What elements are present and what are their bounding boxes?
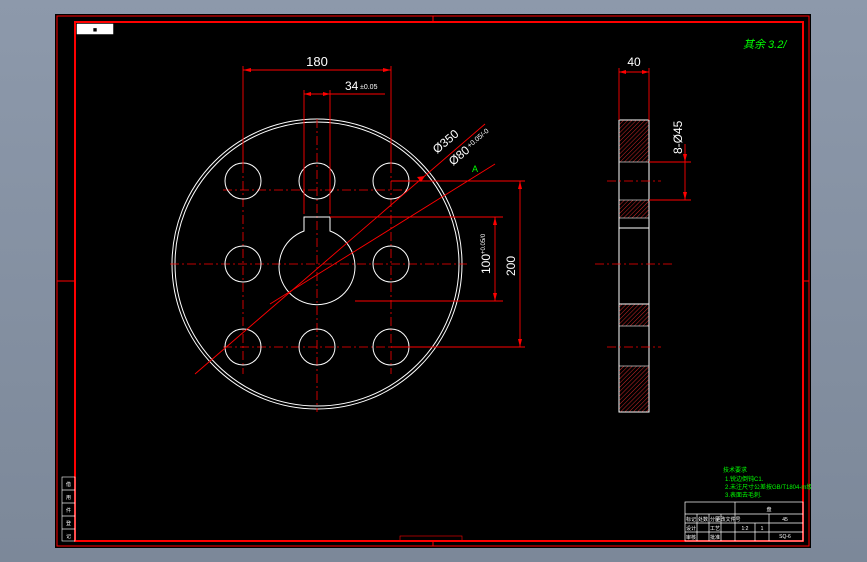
side-hatch-2: [618, 199, 650, 219]
dim-34-text: 34: [345, 79, 359, 93]
title-block-border: [684, 501, 804, 542]
scale-box: [76, 23, 114, 35]
dim-outer-dia-arrow: [417, 176, 425, 182]
front-view: 180 34 ±0.05 Ø350 Ø80 +0.05/-0 A 100 +0.…: [170, 54, 525, 412]
stamp-label-4: 登: [66, 520, 71, 527]
dim-40-text: 40: [627, 55, 641, 69]
dim-34-arrow-right: [323, 92, 330, 96]
dim-180-text: 180: [306, 54, 328, 69]
side-view: 40 8-Ø45: [595, 55, 691, 413]
sign-label-1: 设计: [686, 525, 696, 532]
side-hatch-3: [618, 303, 650, 327]
tech-note-3: 3.表面去毛刺.: [725, 491, 762, 499]
tech-note-2: 2.未注尺寸公差按GB/T1804-m级执行.: [725, 483, 811, 491]
side-hatch-4: [618, 365, 650, 413]
tech-note-1: 1.锐边倒钝C1.: [725, 475, 764, 483]
bottom-ruler: [399, 535, 463, 542]
dim-bore-dia-tol: +0.05/-0: [466, 128, 490, 150]
stamp-column: 借 用 件 登 记: [61, 476, 76, 542]
scale-box-mark: ■: [93, 27, 97, 34]
rev-label-4: 更改文件号: [715, 516, 740, 523]
sheet-value: 1: [761, 526, 764, 532]
cad-drawing-canvas: ■ 其余 3.2/ 180: [55, 14, 811, 548]
bolt-hole-5: [372, 245, 410, 283]
dim-outer-dia-leader: [194, 123, 486, 375]
rev-label-3: 分区: [710, 516, 720, 523]
bore-with-keyway: [278, 216, 356, 306]
tech-notes-title: 技术要求: [723, 466, 747, 474]
dim-holes-arrow-top: [683, 154, 687, 162]
stamp-label-1: 借: [66, 481, 71, 488]
dim-bore-dia-leader: [269, 163, 496, 305]
part-name: 盘: [766, 506, 771, 513]
sign-label-2: 审核: [686, 534, 696, 541]
stamp-label-3: 件: [66, 507, 71, 514]
stamp-label-2: 用: [66, 495, 71, 501]
dim-34-arrow-left: [304, 92, 311, 96]
bolt-hole-7: [298, 328, 336, 366]
roughness-note: 其余 3.2/: [743, 38, 787, 51]
bolt-hole-2: [298, 162, 336, 200]
dim-200-text: 200: [504, 256, 518, 276]
dim-holes-text: 8-Ø45: [671, 120, 685, 154]
dim-100-arrow-top: [493, 217, 497, 225]
side-hatch-1: [618, 119, 650, 163]
stamp-box: [61, 476, 76, 542]
bolt-hole-6: [224, 328, 262, 366]
tech-notes: 技术要求 1.锐边倒钝C1. 2.未注尺寸公差按GB/T1804-m级执行. 3…: [723, 466, 811, 499]
scale-value: 1:2: [742, 526, 749, 532]
material: 45: [782, 517, 788, 523]
dim-100-arrow-bottom: [493, 293, 497, 301]
dim-100-text: 100: [479, 254, 493, 274]
stamp-label-5: 记: [66, 533, 71, 540]
dim-bore-note: A: [472, 164, 478, 174]
rev-label-2: 处数: [698, 516, 708, 523]
drawing-number: SQ-6: [779, 534, 791, 540]
dim-40-arrow-left: [619, 70, 626, 74]
dim-34-tol: ±0.05: [360, 84, 378, 91]
sign-label-4: 批准: [710, 534, 720, 541]
mechanical-drawing: ■ 其余 3.2/ 180: [56, 15, 811, 547]
title-block: 盘 45 SQ-6 1:2 1 标记 处数 分区 更改文件号 设计 审核 工艺 …: [684, 501, 804, 542]
dim-40-arrow-right: [642, 70, 649, 74]
dim-180-arrow-right: [383, 68, 391, 72]
dim-200-arrow-top: [518, 181, 522, 189]
outer-frame: [56, 15, 810, 547]
inner-frame: [74, 21, 804, 542]
dim-100-tol: +0.05/0: [481, 233, 487, 254]
dim-200-arrow-bottom: [518, 339, 522, 347]
bolt-hole-4: [224, 245, 262, 283]
rev-label-1: 标记: [686, 516, 696, 523]
dim-180-arrow-left: [243, 68, 251, 72]
sign-label-3: 工艺: [710, 526, 720, 532]
dim-holes-arrow-bottom: [683, 192, 687, 200]
